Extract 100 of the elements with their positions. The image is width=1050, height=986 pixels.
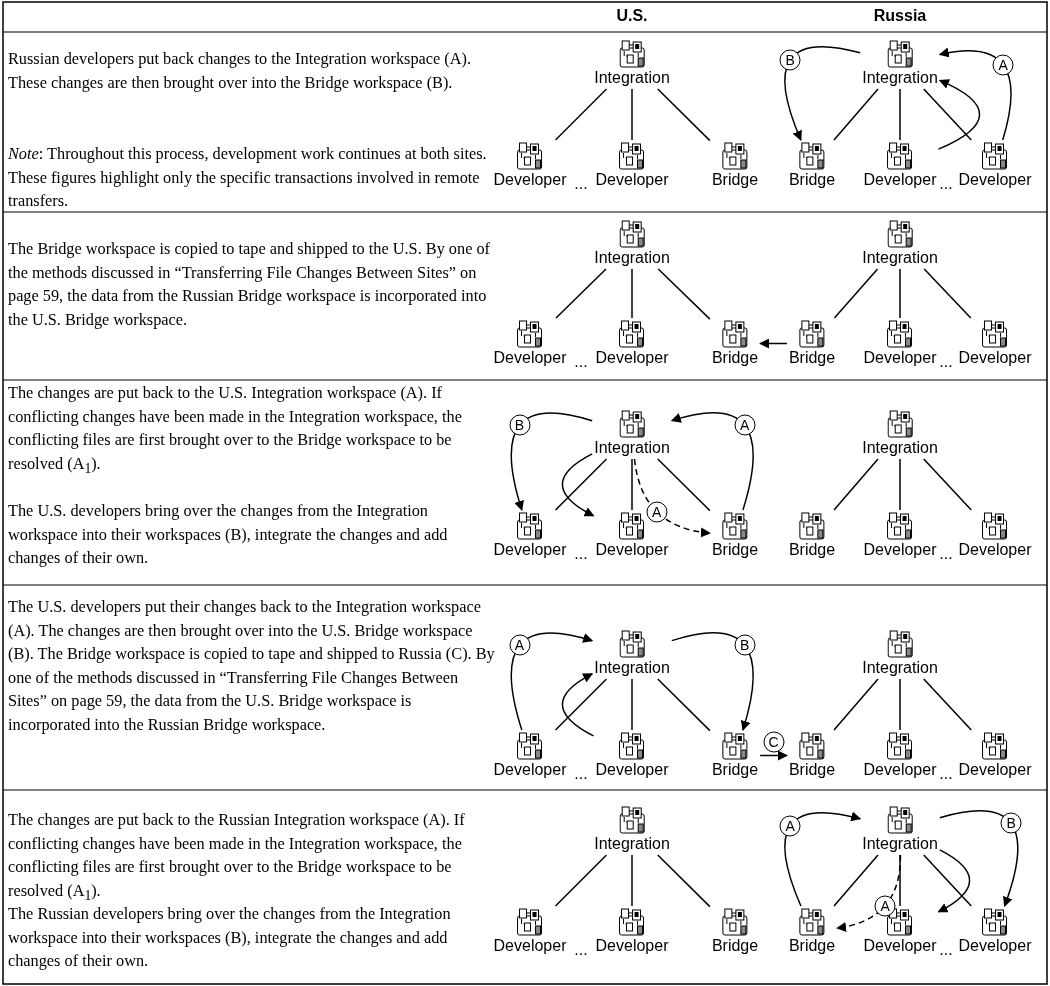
node-label: Integration	[594, 68, 670, 87]
connector-line	[923, 458, 972, 511]
edge-label: B	[1000, 812, 1022, 834]
node-label: Bridge	[788, 540, 836, 559]
node-label: Developer	[595, 540, 669, 559]
node-label: Integration	[862, 658, 938, 677]
description-text: The Russian developers bring over the changes from the Integration workspace into their workspaces (B), integrate the changes and add changes of their own.	[8, 903, 452, 972]
description-text: The U.S. developers put their changes back to the Integration workspace (A). The changes are then brought over into the U.S. Bridge workspace (B). The Bridge workspace is copied to tape and shipped to Russia (C). By one of the methods discussed in “Transferring File Changes Between Sites” on page 59, the data from the U.S. Bridge workspace is incorporated into the Russian Bridge workspace.	[8, 596, 496, 736]
arrow	[510, 632, 594, 731]
arrow	[561, 453, 595, 517]
connector-line	[833, 88, 879, 141]
node-label: Developer	[595, 348, 669, 367]
node-label: Integration	[862, 68, 938, 87]
column-header: U.S.	[616, 7, 648, 25]
arrow	[939, 810, 1019, 907]
arrow	[836, 854, 902, 932]
ellipsis: ...	[574, 352, 588, 371]
node-label: Developer	[493, 760, 567, 779]
node-label: Bridge	[788, 936, 836, 955]
node-label: Developer	[493, 170, 567, 189]
node-label: Integration	[594, 834, 670, 853]
node-label: Developer	[595, 170, 669, 189]
node-label: Integration	[862, 248, 938, 267]
edge-label: A	[779, 815, 801, 837]
edge-label: B	[509, 414, 530, 436]
node-label: Developer	[958, 760, 1032, 779]
edge-label: A	[874, 895, 896, 917]
connector-line	[833, 854, 879, 907]
connector-line	[554, 458, 608, 511]
arrow	[671, 632, 754, 731]
edge-label: B	[779, 49, 801, 71]
connector-line	[899, 458, 901, 511]
connector-line	[833, 678, 879, 731]
connector-line	[554, 678, 608, 731]
description-text: The Bridge workspace is copied to tape and shipped to the U.S. By one of the methods discussed in “Transferring File Changes Between Sites” on page 59, the data from the Russian Bridge workspace is incorporated into the U.S. Bridge workspace.	[8, 238, 491, 331]
ellipsis: ...	[939, 544, 953, 563]
edge-label: C	[763, 731, 784, 752]
arrow	[670, 412, 754, 511]
node-label: Developer	[595, 760, 669, 779]
arrow	[937, 849, 971, 913]
node-label: Bridge	[788, 170, 836, 189]
node-label: Integration	[862, 834, 938, 853]
edge-label: A	[646, 501, 668, 523]
edge-label: A	[734, 414, 756, 436]
connector-line	[555, 268, 607, 319]
connector-line	[631, 678, 633, 731]
arrow	[633, 458, 711, 538]
arrow	[759, 338, 788, 349]
arrow	[784, 46, 861, 141]
connector-line	[554, 854, 608, 907]
node-label: Developer	[863, 348, 937, 367]
connector-line	[657, 678, 711, 732]
node-label: Developer	[958, 540, 1032, 559]
node-label: Developer	[493, 936, 567, 955]
arrow	[561, 673, 595, 737]
description-text: Russian developers put back changes to the Integration workspace (A). These changes are then brought over into the Bridge workspace (B).	[8, 48, 472, 94]
connector-line	[833, 268, 879, 319]
node-label: Developer	[863, 760, 937, 779]
connector-line	[631, 268, 633, 319]
connector-line	[631, 854, 633, 907]
arrow	[784, 811, 862, 907]
node-label: Developer	[863, 170, 937, 189]
connector-line	[899, 268, 901, 319]
node-label: Developer	[958, 348, 1032, 367]
edge-label: A	[992, 54, 1014, 76]
node-label: Developer	[958, 936, 1032, 955]
node-label: Developer	[863, 936, 937, 955]
node-label: Integration	[594, 248, 670, 267]
connector-line	[923, 678, 972, 731]
node-label: Bridge	[711, 936, 759, 955]
ellipsis: ...	[574, 544, 588, 563]
node-label: Bridge	[711, 170, 759, 189]
ellipsis: ...	[574, 174, 588, 193]
connector-line	[657, 854, 711, 908]
connector-line	[554, 88, 608, 141]
node-label: Bridge	[711, 540, 759, 559]
description-text: The U.S. developers bring over the changes from the Integration workspace into their workspaces (B), integrate the changes and add changes of their own.	[8, 500, 449, 569]
node-label: Integration	[594, 438, 670, 457]
description-text: Note: Throughout this process, development work continues at both sites. These figures highlight only the specific transactions involved in remote transfers.	[8, 143, 488, 212]
ellipsis: ...	[939, 940, 953, 959]
node-label: Bridge	[788, 348, 836, 367]
node-label: Developer	[863, 540, 937, 559]
ellipsis: ...	[939, 764, 953, 783]
arrow	[759, 750, 788, 761]
arrow	[938, 47, 1012, 141]
connector-line	[631, 458, 633, 511]
connector-line	[923, 854, 972, 907]
ellipsis: ...	[939, 352, 953, 371]
node-label: Integration	[862, 438, 938, 457]
edge-label: B	[734, 634, 756, 656]
connector-line	[899, 88, 901, 141]
node-label: Developer	[493, 348, 567, 367]
arrow	[937, 79, 981, 150]
connector-line	[923, 268, 972, 319]
column-header: Russia	[873, 7, 927, 25]
connector-line	[899, 678, 901, 731]
connector-line	[657, 268, 711, 320]
node-label: Bridge	[711, 348, 759, 367]
description-text: The changes are put back to the U.S. Integration workspace (A). If conflicting changes have been made in the Integration workspace, the conflicting files are first brought over to the Bridge workspace to be resolved (A$_{1}$).	[8, 382, 463, 478]
connector-line	[833, 458, 879, 511]
